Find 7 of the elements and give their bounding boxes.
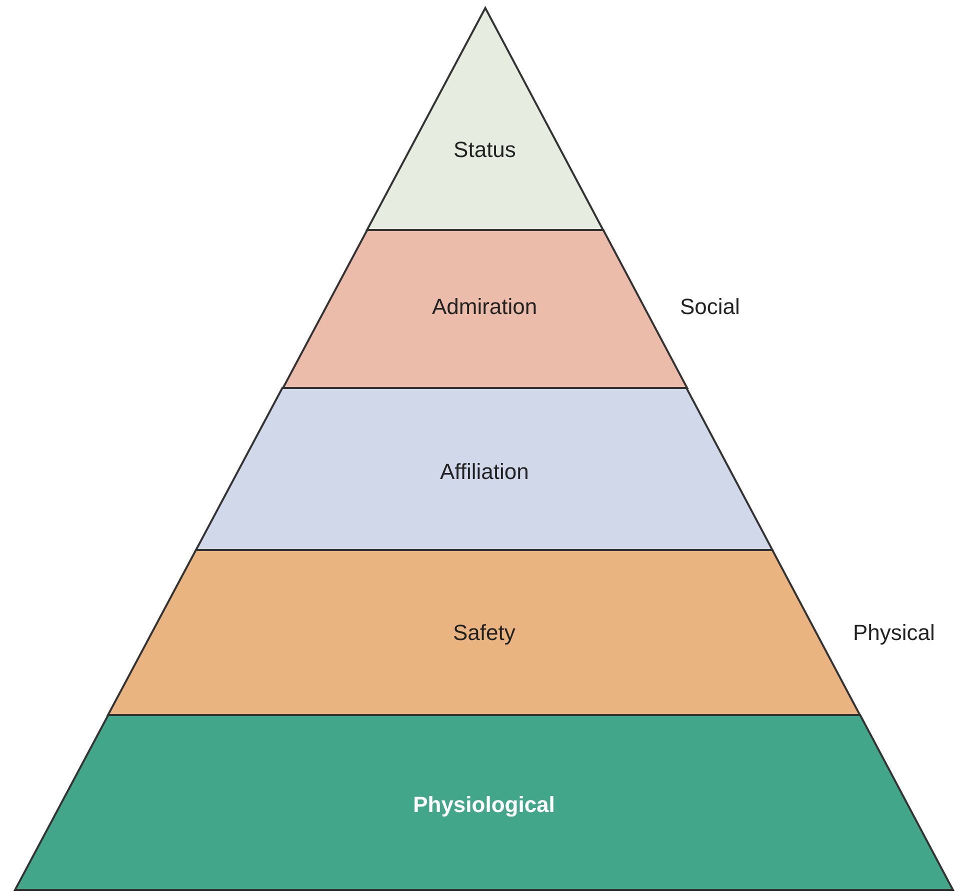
band-label: Safety — [453, 620, 516, 646]
band-label: Admiration — [432, 294, 538, 320]
group-label: Physical — [853, 620, 935, 646]
band-label: Physiological — [413, 792, 555, 818]
band-label: Affiliation — [440, 459, 529, 485]
group-label: Social — [680, 294, 740, 320]
band-label: Status — [454, 137, 516, 163]
